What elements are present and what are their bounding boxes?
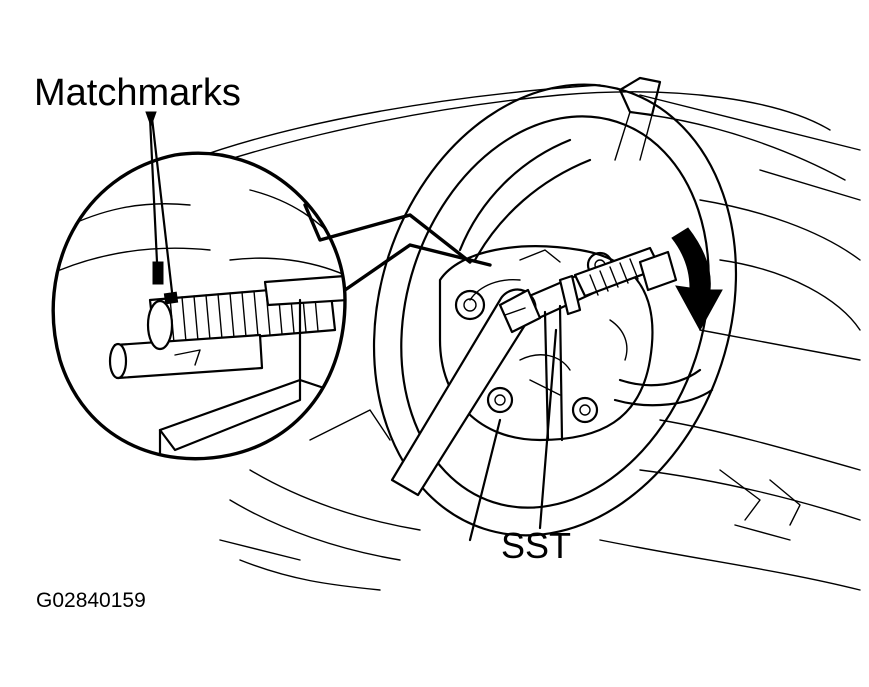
rotation-arrow-icon — [671, 227, 723, 332]
sst-leader — [538, 328, 558, 530]
sst-label: SST — [501, 525, 572, 566]
figure-code: G02840159 — [36, 589, 146, 612]
dashboard-outline — [119, 84, 861, 591]
wrench — [390, 288, 542, 497]
callout-connector — [303, 203, 492, 292]
detail-magnifier — [51, 151, 347, 461]
matchmarks-leader — [145, 111, 174, 294]
sst-puller-tool — [518, 246, 678, 442]
matchmarks-label: Matchmarks — [34, 72, 241, 114]
steering-wheel-rim — [372, 83, 738, 542]
